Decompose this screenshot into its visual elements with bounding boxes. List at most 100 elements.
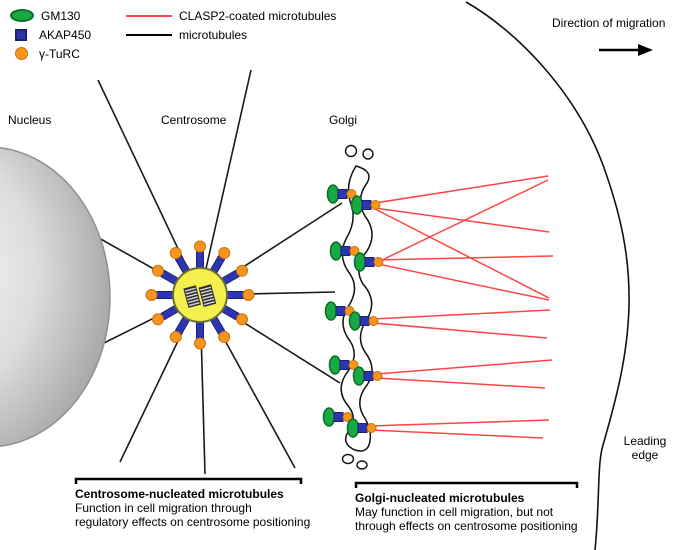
centriole	[183, 285, 202, 308]
gm130-ellipse	[326, 184, 340, 204]
akap450-square	[340, 246, 351, 256]
akap450-square	[339, 360, 350, 370]
gm130-ellipse	[324, 301, 338, 321]
golgi-vesicle	[341, 453, 355, 465]
legend-item-microtubules: microtubules	[126, 25, 336, 44]
gturc-dot	[145, 289, 158, 301]
clasp2-microtubule-line	[377, 263, 550, 301]
gm130-ellipse	[329, 241, 343, 261]
akap450-rod	[196, 321, 204, 339]
gturc-dot	[342, 412, 353, 422]
legend-column-lines: CLASP2-coated microtubules microtubules	[126, 6, 336, 44]
clasp2-microtubule-line	[376, 377, 546, 389]
akap450-square	[333, 412, 344, 422]
cell-membrane	[465, 1, 630, 550]
akap450-square	[335, 306, 346, 316]
centrosome-spoke	[194, 321, 206, 350]
golgi-vesicle	[344, 144, 358, 158]
centrosome-spoke	[145, 289, 174, 301]
gm130-ellipse	[348, 311, 362, 331]
gturc-dot	[366, 423, 377, 433]
centrosome-spokes	[145, 240, 255, 350]
golgi-vesicle	[362, 148, 374, 160]
gturc-dot	[242, 289, 255, 301]
gm130-ellipse	[350, 195, 364, 215]
akap450-rod	[156, 291, 174, 299]
legend-item-gturc: γ-TuRC	[10, 44, 91, 63]
clasp2-microtubule-line	[376, 359, 553, 375]
centrosome-body	[172, 267, 228, 323]
red-line-icon	[126, 14, 172, 17]
akap450-rod	[226, 291, 244, 299]
clasp2-microtubules	[370, 175, 554, 439]
gm130-ellipse	[322, 407, 336, 427]
centriole	[198, 284, 217, 307]
gm130-ellipse	[352, 366, 366, 386]
legend-column-markers: GM130 AKAP450 γ-TuRC	[10, 6, 91, 63]
gm130-ellipse	[353, 252, 367, 272]
nucleus-shape	[0, 147, 111, 447]
akap450-square	[337, 189, 348, 199]
centrosome-caption: Centrosome-nucleated microtubules Functi…	[75, 487, 365, 529]
centrosome-caption-bracket	[74, 477, 303, 484]
centrosome-spoke	[151, 304, 180, 326]
clasp2-microtubule-line	[377, 255, 554, 261]
legend-label: GM130	[41, 8, 81, 23]
golgi-nucleation-unit	[348, 311, 379, 331]
legend-item-gm130: GM130	[10, 6, 91, 25]
golgi-nucleation-unit	[326, 184, 357, 204]
centrosome-label: Centrosome	[161, 113, 227, 127]
centrosome-spoke	[209, 315, 231, 344]
gturc-dot	[194, 240, 206, 253]
golgi-nucleation-unit	[329, 241, 360, 261]
golgi-caption-bracket	[354, 481, 579, 488]
golgi-vesicle	[356, 460, 368, 470]
gturc-dot	[236, 264, 249, 277]
centrosome-group	[145, 240, 255, 350]
centrosome-spoke	[220, 304, 249, 326]
golgi-nucleation-unit	[352, 366, 383, 386]
legend-item-clasp2: CLASP2-coated microtubules	[126, 6, 336, 25]
golgi-caption-title: Golgi-nucleated microtubules	[355, 491, 525, 505]
akap450-square	[364, 257, 375, 267]
centrosome-spoke	[194, 240, 206, 269]
legend-label: microtubules	[179, 27, 248, 42]
gturc-dot	[349, 246, 360, 256]
direction-of-migration-label: Direction of migration	[552, 16, 666, 30]
golgi-nucleation-units	[322, 184, 384, 438]
gamma-turc-icon	[15, 47, 28, 60]
gm130-ellipse	[328, 355, 342, 375]
centrosome-spoke	[226, 289, 255, 301]
centrioles	[183, 284, 217, 308]
microtubule-line	[199, 69, 252, 296]
golgi-nucleation-unit	[353, 252, 384, 272]
clasp2-microtubule-line	[370, 429, 544, 439]
black-line-icon	[126, 33, 172, 36]
nucleus-label: Nucleus	[8, 113, 52, 127]
centrosome-caption-body: Function in cell migration through regul…	[75, 501, 311, 529]
legend-label: γ-TuRC	[39, 46, 80, 61]
akap450-icon	[15, 28, 27, 41]
gturc-dot	[348, 360, 359, 370]
golgi-nucleation-unit	[328, 355, 359, 375]
gturc-dot	[373, 257, 384, 267]
legend-label: CLASP2-coated microtubules	[179, 8, 337, 23]
akap450-square	[357, 423, 368, 433]
gturc-dot	[346, 189, 357, 199]
centrosome-spoke	[220, 264, 249, 286]
clasp2-microtubule-line	[374, 208, 550, 299]
akap450-rod	[196, 251, 204, 269]
centrosome-spoke	[169, 246, 191, 275]
legend-label: AKAP450	[39, 27, 92, 42]
golgi-label: Golgi	[329, 113, 358, 127]
golgi-nucleation-unit	[350, 195, 381, 215]
migration-arrow	[599, 44, 653, 56]
gm130-icon	[10, 9, 34, 22]
clasp2-microtubule-line	[377, 179, 549, 263]
gturc-dot	[372, 371, 383, 381]
clasp2-microtubule-line	[372, 322, 548, 339]
akap450-square	[361, 200, 372, 210]
clasp2-microtubule-line	[370, 419, 550, 427]
